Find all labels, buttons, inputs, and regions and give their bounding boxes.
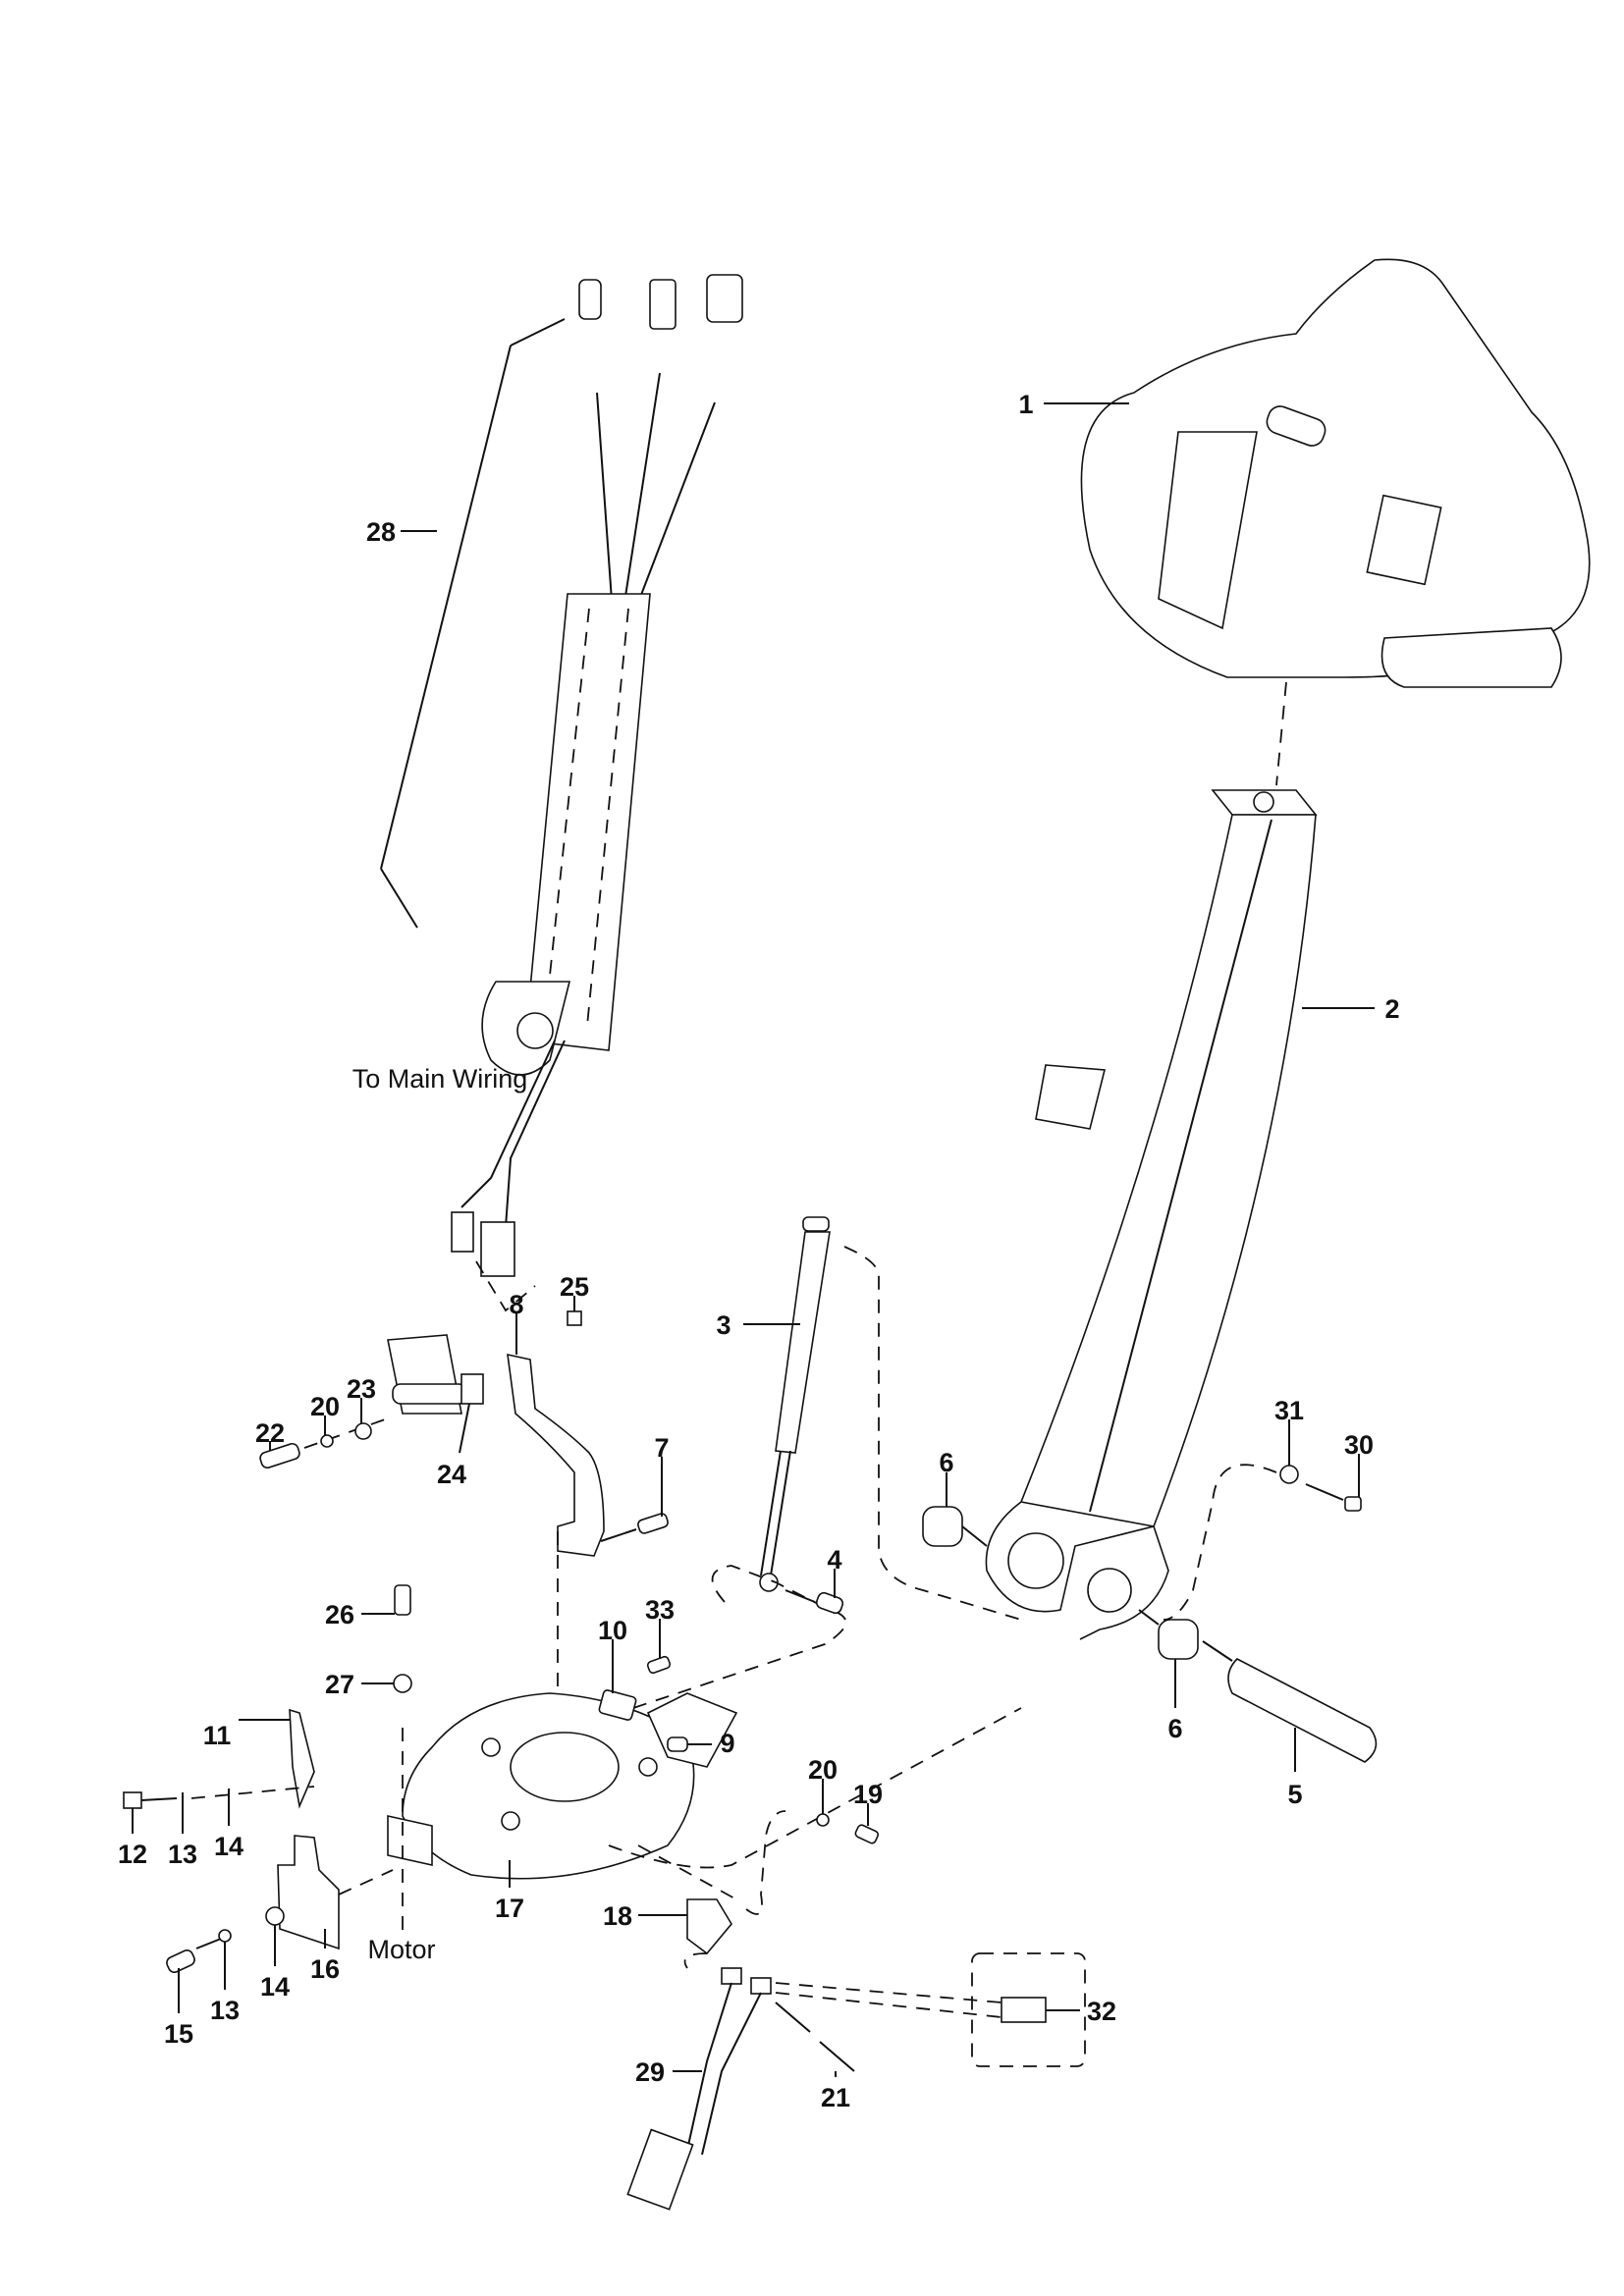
callout-19: 19: [853, 1780, 883, 1809]
part-31-clamp: [1163, 1464, 1299, 1621]
part-28-wiring-harness: [380, 274, 743, 1312]
callout-22: 22: [255, 1418, 285, 1448]
part-33-screw: [646, 1655, 672, 1675]
callout-8: 8: [509, 1290, 523, 1319]
callout-17: 17: [495, 1894, 524, 1923]
part-22-bolt: [259, 1417, 389, 1469]
callout-13-upper: 13: [168, 1840, 197, 1869]
callout-12: 12: [118, 1840, 147, 1869]
part-16-bracket: [277, 1835, 394, 1950]
part-19-screw: [854, 1824, 879, 1844]
callout-6-lower: 6: [1167, 1714, 1182, 1743]
part-9-pin: [667, 1736, 688, 1752]
callout-32: 32: [1087, 1997, 1116, 2026]
callout-5: 5: [1287, 1780, 1302, 1809]
part-2-column: [985, 681, 1318, 1640]
callout-29: 29: [635, 2057, 665, 2087]
part-10-block: [598, 1689, 637, 1721]
part-5-pin: [1202, 1640, 1378, 1763]
callout-3: 3: [716, 1310, 731, 1340]
callout-31: 31: [1274, 1396, 1304, 1425]
part-1-control-handle: [1080, 258, 1591, 688]
callout-leaders: [132, 402, 1375, 2077]
callout-25: 25: [560, 1272, 589, 1302]
callout-30: 30: [1344, 1430, 1374, 1460]
callout-15: 15: [164, 2019, 193, 2049]
part-26-screw: [394, 1584, 411, 1616]
callout-26: 26: [325, 1600, 354, 1629]
part-13-lockwasher-lower: [218, 1929, 232, 1943]
part-6-bushing-upper: [922, 1506, 988, 1547]
part-20-washer: [320, 1434, 334, 1448]
callout-33: 33: [645, 1595, 675, 1625]
callout-6-upper: 6: [939, 1448, 953, 1477]
part-32-microswitch: [775, 1952, 1086, 2067]
callout-23: 23: [347, 1374, 376, 1404]
part-29-switch-harness: [626, 1952, 772, 2211]
callout-10: 10: [598, 1616, 627, 1645]
callout-18: 18: [603, 1901, 632, 1931]
callout-9: 9: [720, 1729, 734, 1758]
part-21-screw: [775, 2002, 855, 2072]
part-27-washer: [393, 1674, 412, 1693]
callout-14-lower: 14: [260, 1972, 290, 2002]
callout-13-lower: 13: [210, 1996, 240, 2025]
note-motor: Motor: [367, 1935, 435, 1964]
note-to-main-wiring: To Main Wiring: [352, 1064, 528, 1094]
part-17-base-plate: [387, 1531, 1022, 1939]
part-12-bolt: [123, 1786, 315, 1809]
callout-11: 11: [203, 1721, 232, 1750]
part-4-bolt: [785, 1589, 844, 1615]
part-23-washer: [354, 1422, 372, 1440]
callout-14-upper: 14: [214, 1832, 244, 1861]
part-7-bolt: [600, 1513, 669, 1542]
part-25-nut: [567, 1310, 582, 1326]
part-24-cable-clamp: [387, 1334, 484, 1415]
part-14-washer-lower: [265, 1906, 285, 1926]
part-3-gas-spring: [588, 1216, 1022, 1724]
part-8-bracket: [507, 1353, 605, 1557]
part-20-washer-lower: [816, 1813, 830, 1827]
part-18-switch-bracket: [637, 1810, 786, 1955]
part-15-bolt: [166, 1938, 222, 1973]
callout-21: 21: [821, 2083, 850, 2112]
callout-1: 1: [1018, 390, 1033, 419]
callout-2: 2: [1384, 994, 1399, 1024]
callout-16: 16: [310, 1954, 340, 1984]
part-11-bracket: [289, 1708, 315, 1809]
callout-4: 4: [827, 1545, 841, 1575]
callout-27: 27: [325, 1670, 354, 1699]
callout-28: 28: [366, 517, 396, 547]
callout-20-lower: 20: [808, 1755, 838, 1785]
callout-24: 24: [437, 1460, 466, 1489]
part-6-bushing-lower: [1138, 1609, 1199, 1660]
callout-7: 7: [654, 1433, 669, 1463]
callout-20-upper: 20: [310, 1392, 340, 1421]
part-30-screw: [1305, 1483, 1362, 1512]
